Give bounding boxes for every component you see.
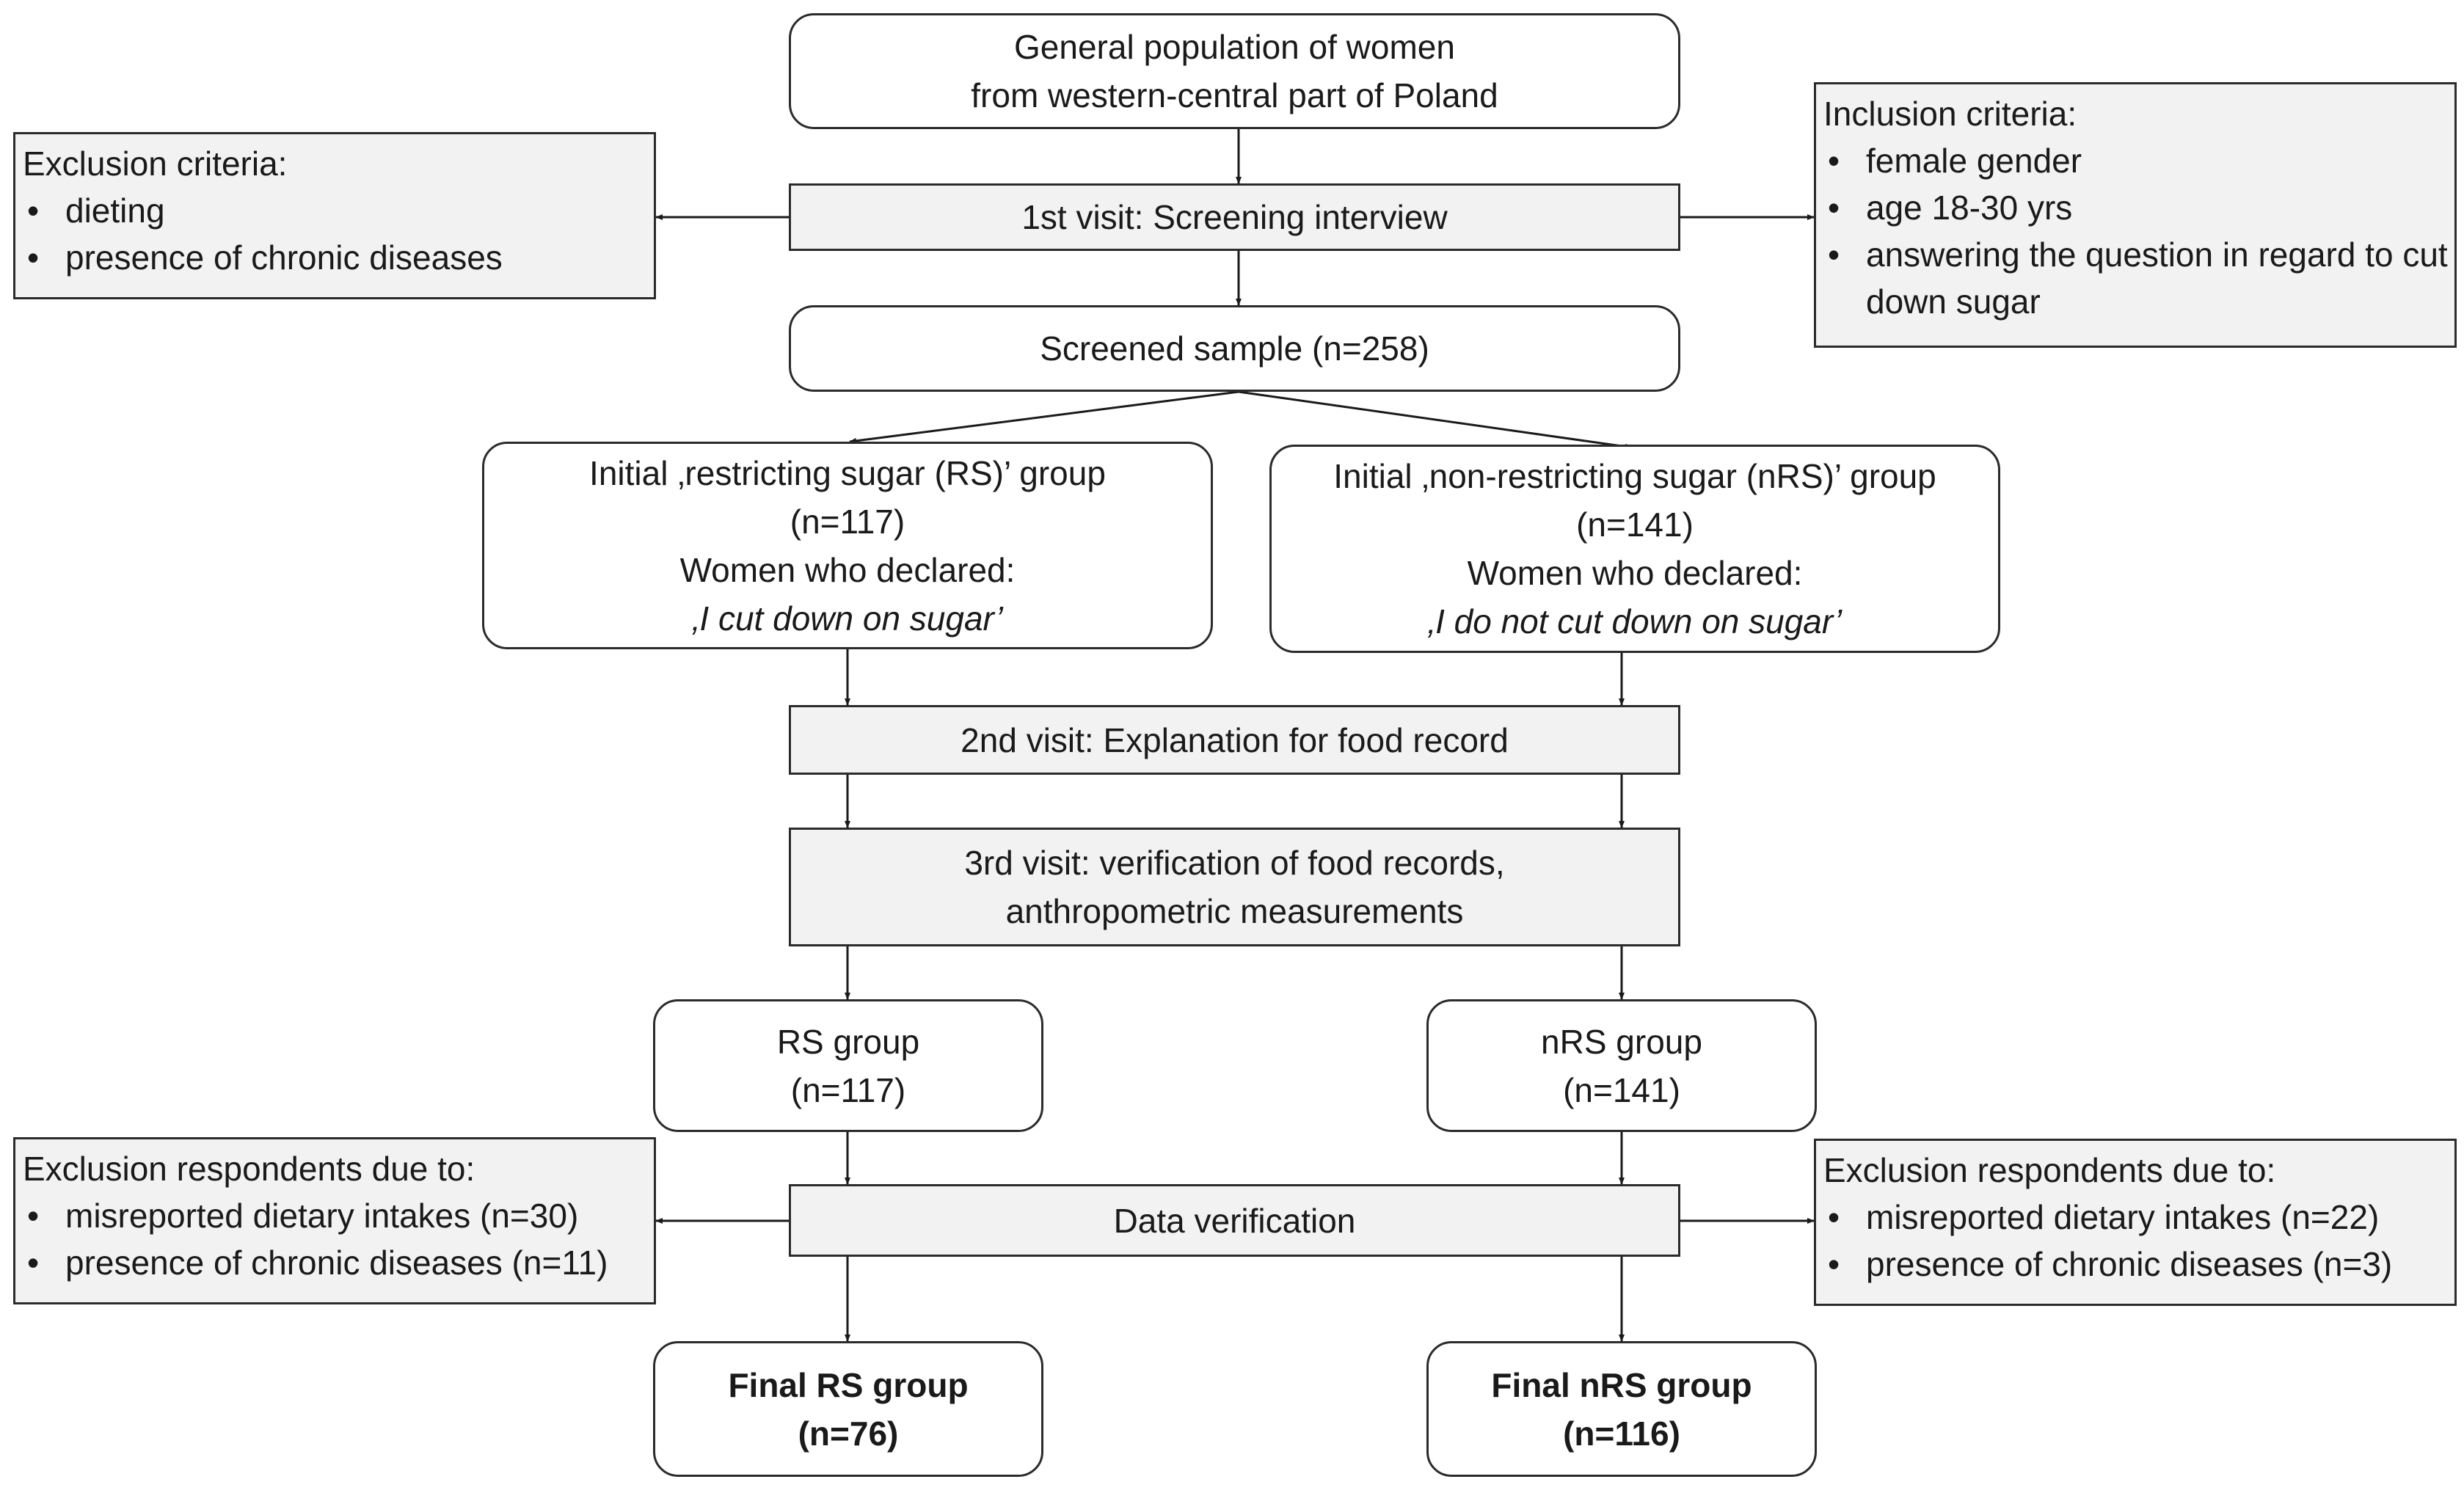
rs-group-box: RS group (n=117) <box>653 999 1043 1132</box>
initial-nrs-title: Initial ‚non-restricting sugar (nRS)’ gr… <box>1333 457 1936 495</box>
exclusion-criteria-list: dieting presence of chronic diseases <box>23 187 654 281</box>
initial-nrs-quote: ‚I do not cut down on sugar’ <box>1427 602 1842 640</box>
exclusion-left-item: presence of chronic diseases (n=11) <box>23 1239 654 1286</box>
final-nrs-title: Final nRS group <box>1491 1365 1752 1404</box>
final-rs-group-box: Final RS group (n=76) <box>653 1341 1043 1477</box>
exclusion-criteria-box: Exclusion criteria: dieting presence of … <box>13 132 656 299</box>
screened-sample-box: Screened sample (n=258) <box>789 305 1680 392</box>
exclusion-criteria-item: dieting <box>23 187 654 234</box>
initial-nrs-count: (n=141) <box>1576 505 1694 544</box>
visit2-box: 2nd visit: Explanation for food record <box>789 705 1680 775</box>
initial-rs-declared: Women who declared: <box>679 550 1016 589</box>
exclusion-left-item: misreported dietary intakes (n=30) <box>23 1192 654 1239</box>
initial-nrs-group-box: Initial ‚non-restricting sugar (nRS)’ gr… <box>1269 445 2000 653</box>
data-verification-label: Data verification <box>1113 1201 1356 1240</box>
initial-rs-quote: ‚I cut down on sugar’ <box>692 599 1003 638</box>
exclusion-left-box: Exclusion respondents due to: misreporte… <box>13 1137 656 1304</box>
visit3-line1: 3rd visit: verification of food records, <box>964 844 1505 882</box>
data-verification-box: Data verification <box>789 1184 1680 1257</box>
final-rs-title: Final RS group <box>728 1365 969 1404</box>
initial-rs-count: (n=117) <box>790 502 905 541</box>
exclusion-right-box: Exclusion respondents due to: misreporte… <box>1814 1139 2457 1306</box>
inclusion-criteria-title: Inclusion criteria: <box>1823 95 2077 133</box>
exclusion-right-item: misreported dietary intakes (n=22) <box>1823 1194 2454 1241</box>
nrs-group-title: nRS group <box>1541 1022 1702 1061</box>
nrs-group-box: nRS group (n=141) <box>1426 999 1817 1132</box>
inclusion-criteria-box: Inclusion criteria: female gender age 18… <box>1814 82 2457 348</box>
final-nrs-count: (n=116) <box>1563 1414 1680 1453</box>
rs-group-title: RS group <box>776 1022 920 1061</box>
final-nrs-group-box: Final nRS group (n=116) <box>1426 1341 1817 1477</box>
screened-sample-label: Screened sample (n=258) <box>1040 329 1429 368</box>
initial-nrs-declared: Women who declared: <box>1467 554 1803 592</box>
arrow-screened-to-nrs <box>1238 390 1633 450</box>
exclusion-left-list: misreported dietary intakes (n=30) prese… <box>23 1192 654 1286</box>
visit1-label: 1st visit: Screening interview <box>1021 198 1448 236</box>
final-rs-count: (n=76) <box>798 1414 899 1453</box>
inclusion-criteria-list: female gender age 18-30 yrs answering th… <box>1823 137 2454 325</box>
population-line1: General population of women <box>1014 28 1455 66</box>
visit2-label: 2nd visit: Explanation for food record <box>961 720 1509 759</box>
exclusion-right-list: misreported dietary intakes (n=22) prese… <box>1823 1194 2454 1288</box>
initial-rs-title: Initial ‚restricting sugar (RS)’ group <box>589 453 1106 492</box>
rs-group-count: (n=117) <box>790 1070 906 1109</box>
inclusion-criteria-item: age 18-30 yrs <box>1823 184 2454 231</box>
population-box: General population of women from western… <box>789 13 1680 129</box>
exclusion-left-title: Exclusion respondents due to: <box>23 1150 475 1188</box>
exclusion-right-item: presence of chronic diseases (n=3) <box>1823 1241 2454 1288</box>
exclusion-criteria-title: Exclusion criteria: <box>23 145 288 183</box>
visit3-box: 3rd visit: verification of food records,… <box>789 828 1680 946</box>
exclusion-criteria-item: presence of chronic diseases <box>23 234 654 281</box>
nrs-group-count: (n=141) <box>1563 1070 1680 1109</box>
inclusion-criteria-item: answering the question in regard to cut … <box>1823 231 2454 325</box>
initial-rs-group-box: Initial ‚restricting sugar (RS)’ group (… <box>482 442 1213 649</box>
visit3-line2: anthropometric measurements <box>1005 892 1464 930</box>
population-line2: from western-central part of Poland <box>971 76 1498 114</box>
exclusion-right-title: Exclusion respondents due to: <box>1823 1151 2276 1189</box>
inclusion-criteria-item: female gender <box>1823 137 2454 184</box>
arrow-screened-to-rs <box>849 390 1239 444</box>
visit1-box: 1st visit: Screening interview <box>789 183 1680 251</box>
